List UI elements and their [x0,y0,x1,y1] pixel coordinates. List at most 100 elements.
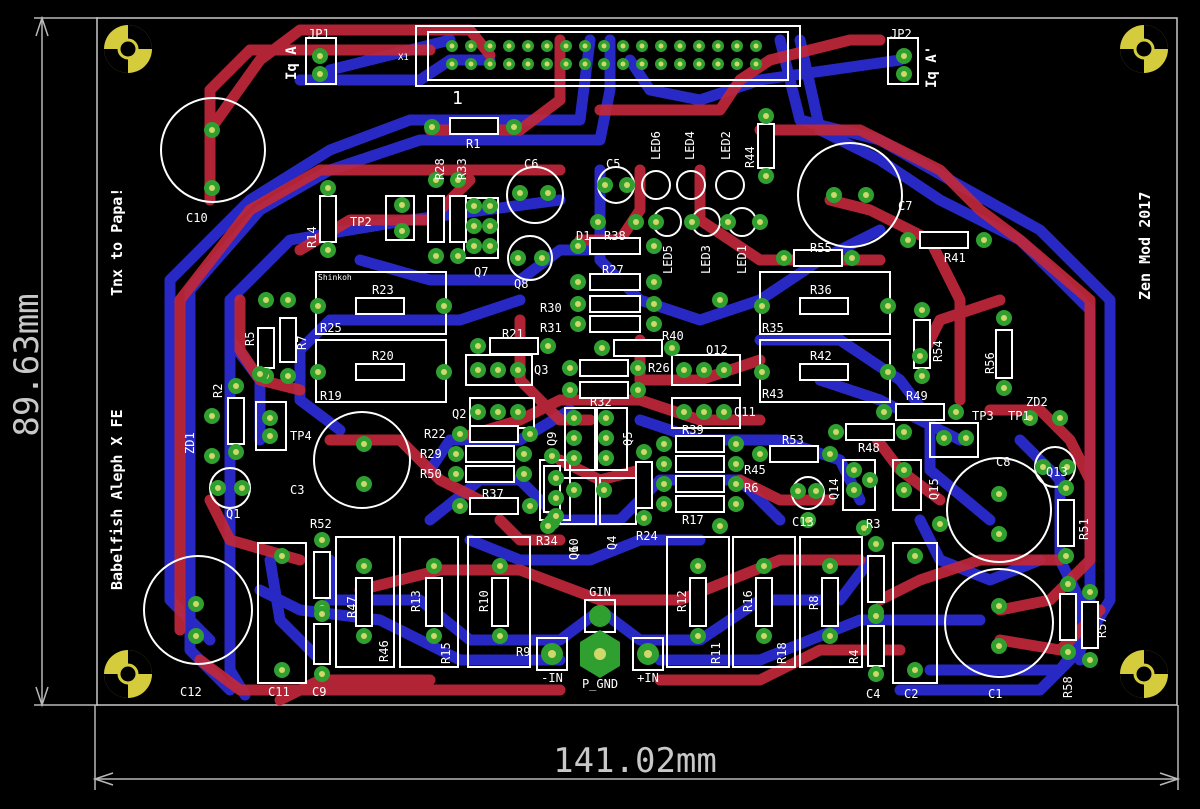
mount-hole-top-left [104,25,152,73]
ref-designator-r10: R10 [477,590,491,612]
ref-designator-r51: R51 [1077,518,1091,540]
ref-designator-shinkoh: Shinkoh [318,273,352,282]
mount-hole-top-right [1120,25,1168,73]
ref-designator-jp1: JP1 [308,27,330,41]
ref-designator-r13: R13 [409,590,423,612]
ref-designator-c5: C5 [606,157,620,171]
ref-designator-q13: Q13 [1046,465,1068,479]
header-pin1-label: 1 [452,88,463,109]
ref-designator-c1: C1 [988,687,1002,701]
ref-designator-q1: Q1 [226,507,240,521]
ref-designator-r7: R7 [295,336,309,350]
ref-designator-r34: R34 [536,534,558,548]
ref-designator-r20: R20 [372,349,394,363]
board-text: Babelfish Aleph X FE Tnx to Papa! Zen Mo… [108,46,1154,691]
ref-designator-r3: R3 [866,517,880,531]
ref-designator-r11: R11 [709,642,723,664]
ref-designator-r6: R6 [744,481,758,495]
ref-designator-d1: D1 [576,229,590,243]
ref-designator-r45: R45 [744,463,766,477]
board-outline [96,17,1178,706]
ref-designator-r24: R24 [636,529,658,543]
ref-designator-r28: R28 [433,158,447,180]
ref-designator-c12: C12 [180,685,202,699]
ref-designator-q11: Q11 [734,405,756,419]
ref-designator-c7: C7 [898,199,912,213]
ref-designator-r26: R26 [648,361,670,375]
label-plus-in: +IN [637,671,659,685]
ref-designator-zd2: ZD2 [1026,395,1048,409]
ref-designator-r56: R56 [983,352,997,374]
label-minus-in: -IN [541,671,563,685]
ref-designator-r18: R18 [775,642,789,664]
label-p-gnd: P_GND [582,677,618,691]
ref-designator-led6: LED6 [649,131,663,160]
ref-designator-r35: R35 [762,321,784,335]
ref-designator-r57: R57 [1095,616,1109,638]
ref-designator-r53: R53 [782,433,804,447]
reference-designators: R1R2R3R4R5R6R7R8R9R10R11R12R13R14R15R16R… [180,27,1109,701]
ref-designator-led2: LED2 [719,131,733,160]
input-connectors [536,599,664,678]
ref-designator-q12: Q12 [706,343,728,357]
ref-designator-r17: R17 [682,513,704,527]
board-title: Babelfish Aleph X FE [108,409,126,590]
ref-designator-q4: Q4 [605,536,619,550]
ref-designator-r29: R29 [420,447,442,461]
ref-designator-r55: R55 [810,241,832,255]
ref-designator-r19: R19 [320,389,342,403]
ref-designator-tp2: TP2 [350,215,372,229]
ref-designator-r15: R15 [439,642,453,664]
ref-designator-c6: C6 [524,157,538,171]
ref-designator-r30: R30 [540,301,562,315]
ref-designator-tp1: TP1 [1008,409,1030,423]
board-mod: Zen Mod 2017 [1136,192,1154,300]
ref-designator-r39: R39 [682,423,704,437]
ref-designator-c4: C4 [866,687,880,701]
ref-designator-r37: R37 [482,487,504,501]
board-thanks: Tnx to Papa! [108,188,126,296]
ref-designator-q10: Q10 [567,538,581,560]
ref-designator-r41: R41 [944,251,966,265]
mount-hole-bottom-right [1120,650,1168,698]
ref-designator-q2: Q2 [452,407,466,421]
ref-designator-r27: R27 [602,263,624,277]
ref-designator-c3: C3 [290,483,304,497]
ref-designator-r43: R43 [762,387,784,401]
ref-designator-zd1: ZD1 [183,432,197,454]
ref-designator-led3: LED3 [699,245,713,274]
ref-designator-r8: R8 [807,596,821,610]
ref-designator-r33: R33 [455,158,469,180]
ref-designator-r5: R5 [243,332,257,346]
ref-designator-r32: R32 [590,395,612,409]
component-pads [188,40,1098,682]
label-gin: GIN [589,585,611,599]
ref-designator-led5: LED5 [661,245,675,274]
ref-designator-c13: C13 [792,515,814,529]
ref-designator-r23: R23 [372,283,394,297]
ref-designator-r58: R58 [1061,676,1075,698]
ref-designator-c2: C2 [904,687,918,701]
ref-designator-q15: Q15 [927,478,941,500]
ref-designator-r48: R48 [858,441,880,455]
ref-designator-jp2: JP2 [890,27,912,41]
ref-designator-q14: Q14 [827,478,841,500]
ref-designator-c8: C8 [996,455,1010,469]
ref-designator-r42: R42 [810,349,832,363]
ref-designator-q7: Q7 [474,265,488,279]
dimension-lines [34,15,1181,790]
ref-designator-q5: Q5 [621,432,635,446]
height-dimension-label: 89.63mm [7,293,47,436]
ref-designator-r38: R38 [604,229,626,243]
ref-designator-led1: LED1 [735,245,749,274]
ref-designator-r47: R47 [345,596,359,618]
ref-designator-r4: R4 [847,650,861,664]
ref-designator-q9: Q9 [545,432,559,446]
ref-designator-r22: R22 [424,427,446,441]
ref-designator-r31: R31 [540,321,562,335]
ref-designator-r9: R9 [516,645,530,659]
ref-designator-c10: C10 [186,211,208,225]
ref-designator-c9: C9 [312,685,326,699]
ref-designator-r14: R14 [305,226,319,248]
